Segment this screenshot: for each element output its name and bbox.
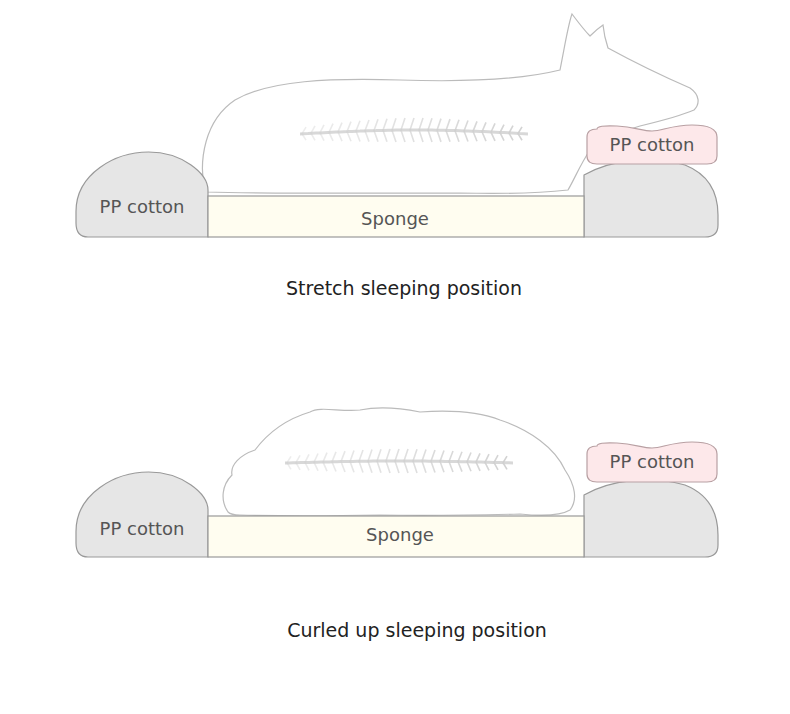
vertebra [458,452,462,472]
vertebra [440,450,444,472]
vertebra [305,454,309,470]
vertebra [350,451,354,473]
panel-caption: Stretch sleeping position [286,277,522,300]
vertebra [368,450,372,473]
pillow: PP cotton [587,442,717,482]
vertebra [365,120,369,142]
part-label: PP cotton [610,134,695,156]
vertebra [446,119,450,142]
vertebra [503,456,507,469]
vertebra [410,118,414,142]
vertebra [485,454,489,470]
vertebra [494,455,498,470]
vertebra [386,449,390,473]
right-bolster [584,480,718,557]
vertebra [404,449,408,473]
part-label: Sponge [366,524,434,546]
vertebra [374,119,378,141]
vertebra [359,450,363,472]
vertebra [467,452,471,471]
vertebra [395,449,399,473]
vertebra [401,118,405,142]
dog-outline [223,408,575,516]
vertebra [287,456,291,469]
vertebra [422,449,426,472]
vertebra [311,126,315,140]
vertebra [518,127,522,140]
right-bolster [584,160,718,237]
vertebra [383,119,387,142]
vertebra [392,118,396,142]
vertebra [464,121,468,142]
vertebra [347,122,351,142]
panel-caption: Curled up sleeping position [287,619,547,642]
part-label: PP cotton [100,196,185,218]
part-label: PP cotton [100,518,185,540]
pillow: PP cotton [587,125,717,164]
part-label: Sponge [361,208,429,230]
vertebra [341,451,345,472]
vertebra [413,449,417,473]
sponge-base: Sponge [208,196,584,237]
bolster: PP cotton [76,152,208,237]
vertebra [329,124,333,141]
vertebra [356,121,360,142]
vertebra [323,453,327,472]
spine [285,118,528,473]
vertebra [338,123,342,142]
part-label: PP cotton [610,451,695,473]
sponge-base: Sponge [208,516,584,557]
vertebra [302,127,306,140]
bolster-outline [76,152,208,237]
vertebra [449,451,453,472]
vertebra [455,120,459,142]
vertebra [473,121,477,141]
dog-outline [203,14,699,193]
vertebra [296,455,300,469]
vertebra [500,125,504,141]
vertebra [437,119,441,142]
spine-line [285,461,513,463]
vertebra [482,122,486,141]
vertebra [314,454,318,471]
vertebra [428,118,432,142]
spine-line [300,130,528,134]
bolster: PP cotton [76,472,208,557]
vertebra [320,125,324,141]
vertebra [509,126,513,141]
bolster-outline [76,472,208,557]
vertebra [476,453,480,471]
vertebra [332,452,336,472]
vertebra [419,118,423,142]
vertebra [491,123,495,141]
vertebra [431,450,435,473]
vertebra [377,449,381,473]
